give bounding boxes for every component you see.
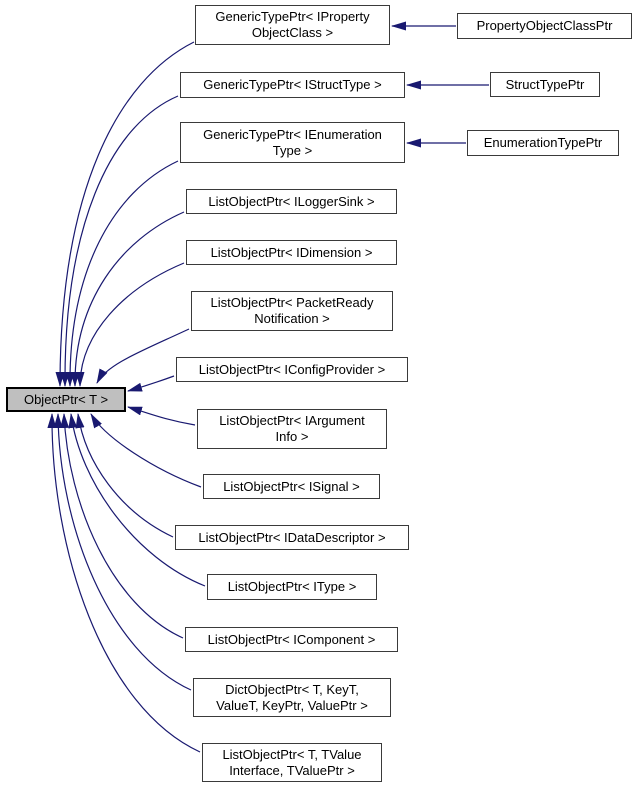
- class-node-label-line: ValueT, KeyPtr, ValuePtr >: [216, 697, 368, 713]
- class-node-label-line: ListObjectPtr< IArgument: [219, 413, 365, 428]
- inheritance-edge-n7-to-objectptr: [127, 375, 175, 392]
- inheritance-edge-n1-to-objectptr: [55, 41, 195, 387]
- class-node-r1[interactable]: PropertyObjectClassPtr: [457, 13, 632, 39]
- inheritance-edge-n10-to-objectptr: [75, 413, 174, 538]
- class-node-n11[interactable]: ListObjectPtr< IType >: [207, 574, 377, 600]
- class-node-n5[interactable]: ListObjectPtr< IDimension >: [186, 240, 397, 265]
- class-node-label-line: ListObjectPtr< PacketReady: [210, 295, 374, 310]
- class-node-label-line: ListObjectPtr< ILoggerSink >: [208, 193, 375, 209]
- class-node-label-line: GenericTypePtr< IStructType >: [203, 77, 382, 92]
- class-node-label-line: ListObjectPtr< IDataDescriptor >: [198, 529, 386, 545]
- inheritance-edge-n12-to-objectptr: [60, 413, 184, 639]
- inheritance-edge-n13-to-objectptr: [53, 413, 192, 691]
- class-node-label-line: ListObjectPtr< IConfigProvider >: [198, 361, 386, 377]
- class-node-label-line: ListObjectPtr< IDimension >: [210, 244, 373, 260]
- class-node-r2[interactable]: StructTypePtr: [490, 72, 600, 97]
- class-node-n10[interactable]: ListObjectPtr< IDataDescriptor >: [175, 525, 409, 550]
- inheritance-edge-n8-to-objectptr: [127, 406, 196, 426]
- class-node-label-line: Info >: [275, 429, 309, 444]
- inheritance-edge-n6-to-objectptr: [96, 328, 190, 384]
- class-node-r3[interactable]: EnumerationTypePtr: [467, 130, 619, 156]
- class-node-objectptr[interactable]: ObjectPtr< T >: [6, 387, 126, 412]
- inheritance-edge-n4-to-objectptr: [70, 211, 185, 387]
- class-node-n12[interactable]: ListObjectPtr< IComponent >: [185, 627, 398, 652]
- class-node-n7[interactable]: ListObjectPtr< IConfigProvider >: [176, 357, 408, 382]
- class-node-label-line: ListObjectPtr< IComponent >: [207, 631, 376, 647]
- class-node-label-line: DictObjectPtr< T, KeyT,: [225, 681, 359, 697]
- class-node-label-line: ObjectPtr< T >: [23, 391, 109, 407]
- class-node-label-line: PropertyObjectClassPtr: [476, 18, 613, 33]
- inheritance-edge-n3-to-objectptr: [65, 160, 179, 387]
- inheritance-edge-n14-to-objectptr: [47, 413, 201, 753]
- inheritance-edge-n2-to-objectptr: [60, 95, 179, 387]
- class-node-n2[interactable]: GenericTypePtr< IStructType >: [180, 72, 405, 98]
- class-node-label-line: ListObjectPtr< ISignal >: [223, 478, 360, 494]
- class-node-label-line: GenericTypePtr< IProperty: [215, 9, 370, 24]
- class-node-label-line: StructTypePtr: [505, 76, 585, 92]
- class-node-label-line: Notification >: [254, 311, 330, 326]
- class-node-label-line: GenericTypePtr< IEnumeration: [203, 126, 382, 142]
- class-node-label-line: Type >: [272, 142, 313, 158]
- class-node-n13[interactable]: DictObjectPtr< T, KeyT,ValueT, KeyPtr, V…: [193, 678, 391, 717]
- class-node-label-line: ObjectClass >: [251, 25, 334, 40]
- class-node-label-line: ListObjectPtr< IType >: [227, 579, 357, 594]
- inheritance-edge-n11-to-objectptr: [68, 413, 206, 587]
- class-node-label-line: ListObjectPtr< T, TValue: [222, 746, 362, 762]
- class-node-n4[interactable]: ListObjectPtr< ILoggerSink >: [186, 189, 397, 214]
- class-node-label-line: EnumerationTypePtr: [483, 135, 603, 150]
- class-node-label-line: Interface, TValuePtr >: [229, 762, 355, 778]
- class-node-n9[interactable]: ListObjectPtr< ISignal >: [203, 474, 380, 499]
- inheritance-edge-n5-to-objectptr: [75, 262, 185, 387]
- inheritance-edge-n9-to-objectptr: [90, 413, 202, 488]
